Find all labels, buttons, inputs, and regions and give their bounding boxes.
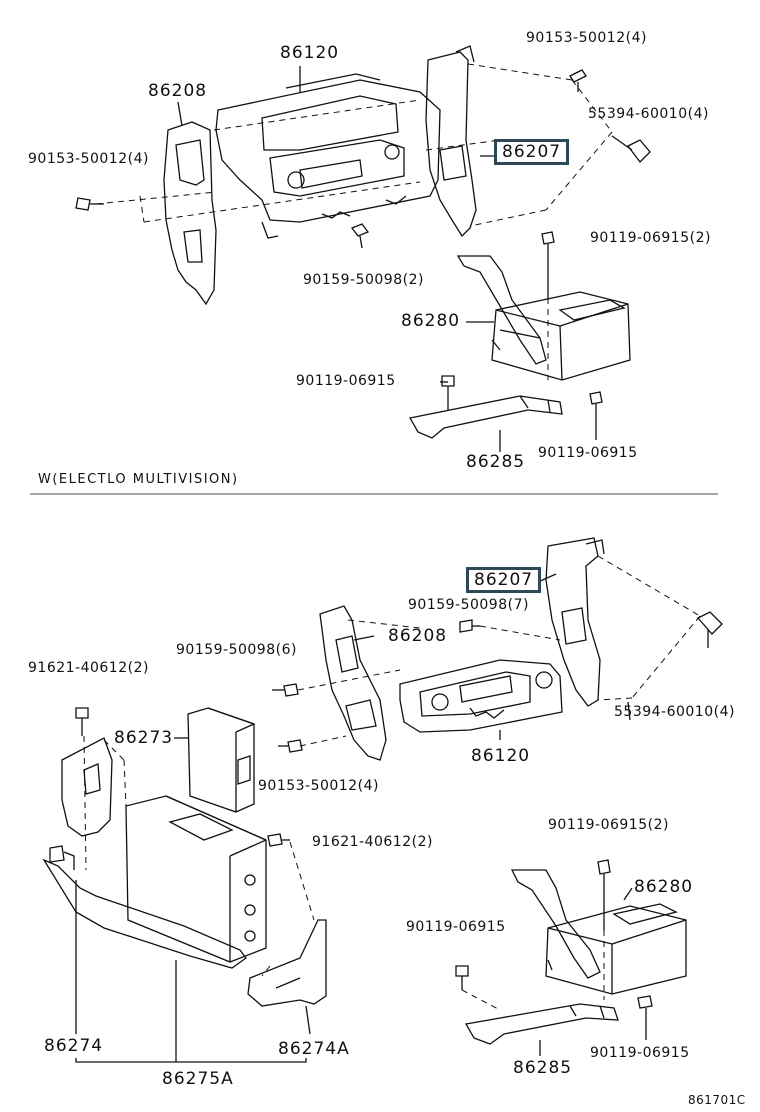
label-90119-upper-b: 90119-06915 — [538, 445, 638, 461]
label-86275A: 86275A — [162, 1069, 234, 1089]
display-86275A — [125, 795, 267, 963]
label-86120-upper: 86120 — [280, 43, 340, 63]
label-55394-upper: 55394-60010(4) — [588, 106, 709, 122]
label-90119-lower-a: 90119-06915 — [406, 919, 506, 935]
screw-91621-lower-mid — [267, 833, 290, 847]
screw-90153-upper-right — [569, 69, 587, 92]
screw-55394-lower — [696, 611, 723, 648]
computer-86273 — [187, 707, 255, 813]
label-86280-upper: 86280 — [401, 311, 461, 331]
bracket-86207-lower — [545, 537, 605, 707]
screw-90119-upper-b — [589, 391, 603, 440]
label-90119-lower-b: 90119-06915 — [590, 1045, 690, 1061]
screw-90159-lower-7 — [459, 619, 480, 633]
label-86285-lower: 86285 — [513, 1058, 573, 1078]
label-90119-upper-a: 90119-06915 — [296, 373, 396, 389]
label-86274A: 86274A — [278, 1039, 350, 1059]
label-90159-lower-7: 90159-50098(7) — [408, 597, 529, 613]
bracket-86285-lower — [464, 1003, 619, 1045]
bracket-86285-upper — [408, 395, 563, 439]
screw-90119-lower-b — [637, 995, 653, 1040]
label-86274: 86274 — [44, 1036, 104, 1056]
screw-90119-lower-a — [455, 965, 469, 990]
label-86120-lower: 86120 — [471, 746, 531, 766]
head-unit-86120-lower — [399, 659, 563, 733]
label-86207-lower-highlighted[interactable]: 86207 — [466, 567, 542, 593]
bracket-86207-upper — [425, 45, 477, 238]
label-55394-lower: 55394-60010(4) — [614, 704, 735, 720]
screw-90153-lower — [278, 739, 303, 753]
amplifier-86280-lower — [510, 869, 687, 995]
screw-90119-lower-2 — [597, 859, 611, 930]
label-90153-upper-right: 90153-50012(4) — [526, 30, 647, 46]
screw-90159-upper — [350, 223, 370, 249]
label-90159-upper: 90159-50098(2) — [303, 272, 424, 288]
screw-91621-lower-top — [75, 707, 89, 736]
head-unit-86120-upper — [215, 73, 441, 239]
label-90153-upper-left: 90153-50012(4) — [28, 151, 149, 167]
screw-90119-upper-2 — [541, 231, 555, 300]
screw-90119-upper-a — [441, 375, 455, 410]
amplifier-86280-upper — [456, 255, 631, 381]
bracket-86208-lower — [319, 605, 387, 761]
label-86208-upper: 86208 — [148, 81, 208, 101]
screw-90159-lower-6 — [272, 683, 299, 697]
bracket-86208-upper — [163, 121, 217, 306]
label-86207-upper-highlighted[interactable]: 86207 — [494, 139, 570, 165]
section-title-electro-multivision: W(ELECTLO MULTIVISION) — [38, 472, 239, 487]
bracket-86274A — [247, 919, 327, 1007]
label-90159-lower-6: 90159-50098(6) — [176, 642, 297, 658]
label-91621-lower-mid: 91621-40612(2) — [312, 834, 433, 850]
label-86208-lower: 86208 — [388, 626, 448, 646]
label-86285-upper: 86285 — [466, 452, 526, 472]
label-90153-lower: 90153-50012(4) — [258, 778, 379, 794]
label-90119-upper-2: 90119-06915(2) — [590, 230, 711, 246]
bracket-86274 — [42, 737, 247, 969]
label-91621-lower-top: 91621-40612(2) — [28, 660, 149, 676]
label-90119-lower-2: 90119-06915(2) — [548, 817, 669, 833]
screw-55394-upper — [611, 135, 651, 163]
diagram-code: 861701C — [688, 1093, 746, 1107]
label-86273: 86273 — [114, 728, 174, 748]
label-86280-lower: 86280 — [634, 877, 694, 897]
